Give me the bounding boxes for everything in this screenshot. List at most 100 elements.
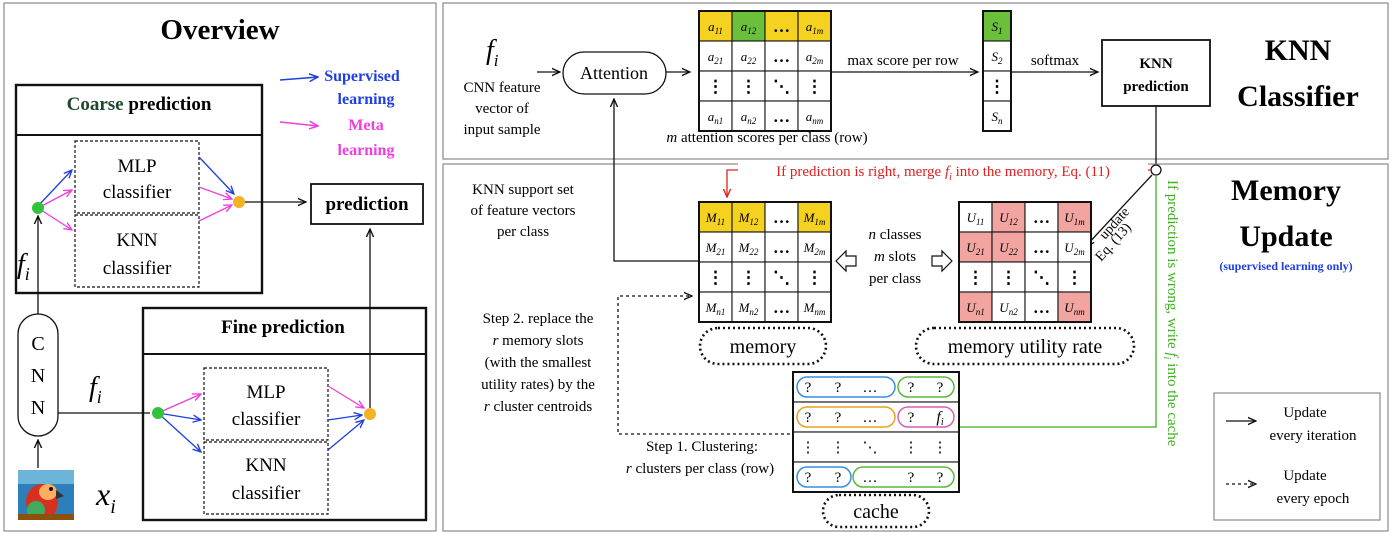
utility-label: memory utility rate: [948, 336, 1103, 358]
attention-score-dots: …: [773, 107, 790, 126]
cache-entry: ?: [835, 380, 842, 396]
utility-entry: U11: [967, 210, 985, 227]
cache-entry: ?: [937, 380, 944, 396]
support-set-note-2: of feature vectors: [471, 203, 576, 219]
cache-entry: ?: [937, 470, 944, 486]
supervised-legend-arrow: [279, 77, 318, 80]
knn-feature-desc-1: CNN feature: [463, 80, 540, 96]
fine-title: Fine prediction: [221, 317, 345, 338]
utility-dots: …: [1033, 208, 1050, 227]
coarse-arrow: [198, 205, 232, 222]
cache-entry: ⋮: [933, 440, 948, 456]
knn-panel-title-2: Classifier: [1237, 80, 1359, 113]
memory-dots: ⋱: [773, 268, 790, 287]
utility-cell: [1024, 201, 1059, 233]
coarse-prediction-box: [14, 83, 264, 295]
support-set-note-1: KNN support set: [472, 182, 574, 198]
score-entry: S1: [992, 19, 1003, 36]
utility-cell: [958, 201, 993, 233]
memory-entry: M22: [738, 240, 759, 257]
legend-dashed-label-2: every epoch: [1277, 491, 1350, 507]
overview-panel: [3, 2, 437, 532]
fine-mlp-classifier: [203, 367, 329, 441]
cache-row: [792, 431, 960, 463]
knn-prediction-label-1: KNN: [1139, 56, 1173, 72]
knn-prediction-box: [1101, 39, 1211, 107]
cache-cluster-outline: [852, 466, 955, 488]
fine-arrow: [157, 412, 201, 452]
cache-cluster-outline: [796, 406, 896, 428]
fine-arrow: [157, 412, 201, 420]
attention-score-dots: ⋮: [707, 77, 724, 96]
attention-score-entry: a12: [741, 19, 757, 36]
memory-cell: [698, 291, 733, 323]
utility-cell: [1024, 261, 1059, 293]
cache-entry: …: [863, 470, 878, 486]
supervised-legend-label-2: learning: [338, 91, 395, 108]
utility-cell: [1024, 231, 1059, 263]
n-classes-note-1: n classes: [869, 227, 922, 243]
fine-prediction-box: [141, 306, 428, 522]
cache-entry: ?: [835, 470, 842, 486]
fine-knn-classifier: [203, 441, 329, 515]
step2-note-4: utility rates) by the: [481, 377, 595, 393]
memory-dots: …: [773, 208, 790, 227]
fine-arrow: [327, 385, 364, 408]
utility-entry: Unm: [1064, 300, 1085, 317]
prediction-box: [310, 183, 424, 225]
cache-entry: ?: [908, 470, 915, 486]
attention-score-entry: a2m: [806, 49, 824, 66]
step2-note-1: Step 2. replace the: [483, 311, 594, 327]
memory-cell: [797, 261, 832, 293]
memory-entry: M2m: [803, 240, 826, 257]
utility-dots: ⋮: [1000, 268, 1017, 287]
utility-cell: [991, 291, 1026, 323]
memory-dots: …: [773, 238, 790, 257]
utility-label-pill: [914, 326, 1136, 366]
cache-cluster-outline: [796, 376, 896, 398]
coarse-arrow: [37, 190, 72, 209]
meta-legend-label-1: Meta: [348, 117, 384, 134]
attention-score-cell: [764, 10, 799, 42]
legend-solid-label-2: every iteration: [1269, 428, 1357, 444]
cache-entry: ?: [835, 410, 842, 426]
fine-merge-node: [364, 408, 376, 420]
cnn-letter-1: C: [31, 333, 44, 355]
attention-label: Attention: [580, 63, 648, 83]
attention-block[interactable]: [562, 51, 667, 95]
memory-border: [698, 201, 832, 323]
cache-entry: ?: [805, 410, 812, 426]
utility-dots: ⋮: [1066, 268, 1083, 287]
memory-entry: Mn1: [705, 300, 726, 317]
cache-cluster-outline: [897, 406, 955, 428]
prediction-label: prediction: [325, 194, 408, 215]
utility-entry: U21: [966, 240, 984, 257]
step1-note-1: Step 1. Clustering:: [646, 439, 758, 455]
memory-dots: ⋮: [707, 268, 724, 287]
knn-feature-label: fi: [486, 35, 499, 70]
support-set-note-3: per class: [497, 224, 549, 240]
attention-score-dots: ⋱: [773, 77, 790, 96]
cache-cluster-outline: [897, 376, 955, 398]
memory-entry: Mn2: [738, 300, 759, 317]
knn-feature-desc-3: input sample: [463, 122, 540, 138]
coarse-mlp-label-2: classifier: [103, 182, 172, 203]
coarse-title: Coarse prediction: [67, 94, 212, 115]
cache-label-pill: [821, 493, 931, 529]
n-classes-note-3: per class: [869, 271, 921, 287]
score-dots: ⋮: [989, 77, 1006, 96]
cache-entry: …: [863, 380, 878, 396]
fine-mlp-label-2: classifier: [232, 409, 301, 430]
cache-entry: ?: [805, 470, 812, 486]
utility-cell: [1057, 231, 1092, 263]
score-cell: [982, 40, 1012, 72]
attention-score-dots: ⋮: [806, 77, 823, 96]
meta-legend-arrow: [279, 122, 318, 126]
knn-feature-desc-2: vector of: [475, 101, 529, 117]
utility-border: [958, 201, 1092, 323]
utility-entry: Un1: [966, 300, 984, 317]
memory-to-attention-arrow: [614, 99, 699, 262]
attention-score-cell: [764, 100, 799, 132]
